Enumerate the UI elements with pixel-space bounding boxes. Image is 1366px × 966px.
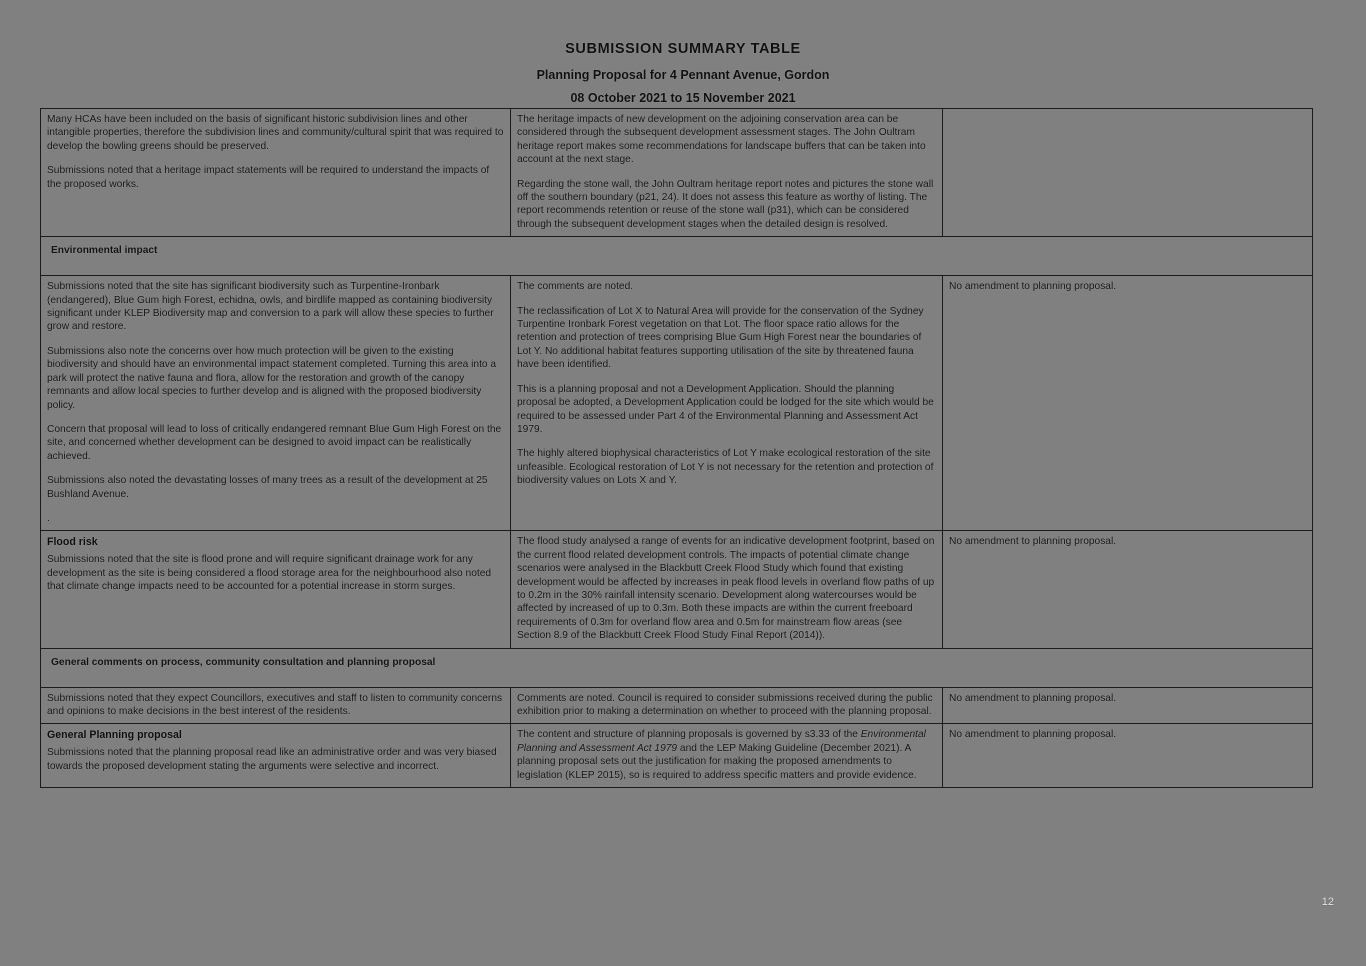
amendment-cell: No amendment to planning proposal. [942, 723, 1313, 789]
response-cell: The flood study analysed a range of even… [510, 530, 943, 649]
text-run: and the LEP Making Guideline (December 2… [517, 742, 917, 781]
response-cell: The heritage impacts of new development … [510, 107, 943, 238]
text-run: Environmental Planning and Assessment Ac… [517, 729, 926, 754]
response-cell: The content and structure of planning pr… [510, 723, 943, 789]
section-header-label: General comments on process, community c… [40, 647, 1313, 688]
cell-paragraph: Submissions also note the concerns over … [47, 345, 497, 411]
cell-paragraph: Many HCAs have been included on the basi… [47, 114, 504, 152]
cell-paragraph: Submissions noted that a heritage impact… [47, 165, 490, 190]
cell-paragraph: The comments are noted. [517, 281, 634, 293]
submission-cell: Submissions noted that they expect Counc… [40, 686, 511, 725]
cell-paragraph: Regarding the stone wall, the John Oultr… [517, 178, 934, 230]
table-row: Many HCAs have been included on the basi… [40, 107, 1313, 238]
amendment-cell: No amendment to planning proposal. [942, 275, 1313, 532]
cell-paragraph: Submissions noted that they expect Counc… [47, 692, 503, 717]
amendment-cell [942, 107, 1313, 238]
cell-paragraph: Submissions also noted the devastating l… [47, 475, 488, 500]
section-header-row: Environmental impact [40, 236, 1313, 277]
cell-paragraph: The flood study analysed a range of even… [517, 536, 935, 642]
cell-paragraph: No amendment to planning proposal. [949, 692, 1117, 704]
document-header: SUBMISSION SUMMARY TABLE Planning Propos… [0, 40, 1366, 107]
table-body: Many HCAs have been included on the basi… [40, 107, 1313, 789]
cell-paragraph: Concern that proposal will lead to loss … [47, 423, 502, 462]
text-run: The content and structure of planning pr… [517, 729, 861, 741]
cell-paragraph: The heritage impacts of new development … [517, 114, 926, 166]
cell-paragraph: The reclassification of Lot X to Natural… [517, 305, 924, 371]
cell-heading: Flood risk [47, 536, 98, 549]
page-number: 12 [1321, 896, 1334, 908]
cell-heading: General Planning proposal [47, 729, 182, 742]
cell-paragraph: . [47, 512, 50, 524]
response-cell: The comments are noted. The reclassificat… [510, 275, 943, 532]
document-title: SUBMISSION SUMMARY TABLE [565, 41, 801, 57]
cell-paragraph: No amendment to planning proposal. [949, 729, 1117, 741]
document-date-range: 08 October 2021 to 15 November 2021 [570, 91, 796, 105]
response-cell: Comments are noted. Council is required … [510, 686, 943, 725]
section-header-row: General comments on process, community c… [40, 647, 1313, 688]
cell-paragraph: This is a planning proposal and not a De… [517, 383, 934, 435]
document-subtitle: Planning Proposal for 4 Pennant Avenue, … [536, 68, 830, 82]
cell-paragraph: Submissions noted that the site has sign… [47, 281, 494, 333]
cell-paragraph: No amendment to planning proposal. [949, 281, 1117, 293]
cell-paragraph: The highly altered biophysical character… [517, 448, 934, 487]
amendment-cell: No amendment to planning proposal. [942, 686, 1313, 725]
amendment-cell: No amendment to planning proposal. [942, 530, 1313, 649]
cell-paragraph: Submissions noted that the planning prop… [47, 747, 497, 772]
submission-summary-table: Many HCAs have been included on the basi… [40, 107, 1313, 789]
table-row: Submissions noted that they expect Counc… [40, 686, 1313, 725]
table-row: Submissions noted that the site has sign… [40, 275, 1313, 532]
submission-summary-table-container: Many HCAs have been included on the basi… [40, 107, 1313, 789]
cell-paragraph: The content and structure of planning pr… [517, 728, 936, 782]
section-header-label: Environmental impact [40, 236, 1313, 277]
submission-cell: Submissions noted that the site has sign… [40, 275, 511, 532]
cell-paragraph: No amendment to planning proposal. [949, 536, 1117, 548]
cell-paragraph: Submissions noted that the site is flood… [47, 554, 492, 593]
cell-paragraph: Comments are noted. Council is required … [517, 692, 933, 717]
submission-cell: Many HCAs have been included on the basi… [40, 107, 511, 238]
